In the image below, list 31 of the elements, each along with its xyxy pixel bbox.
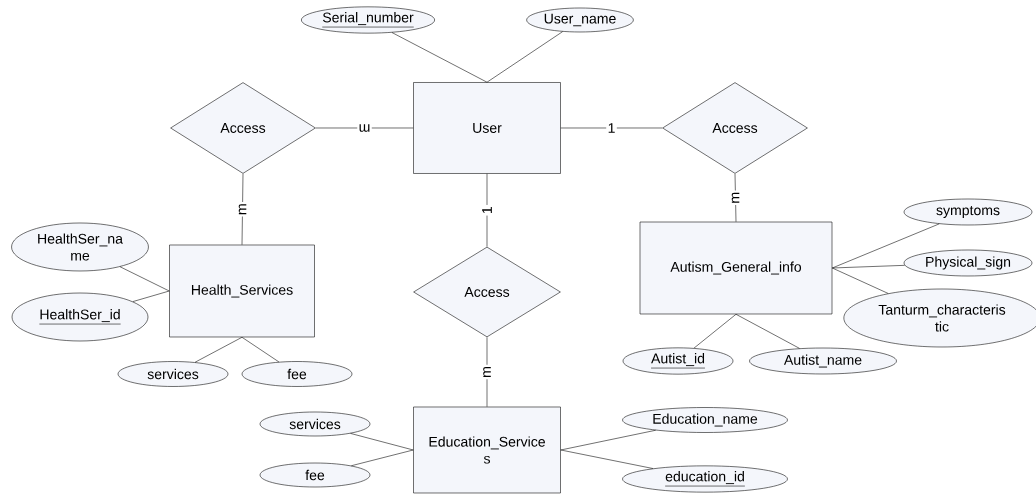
connector-line bbox=[486, 31, 563, 83]
connector-line bbox=[735, 314, 800, 349]
connector-line bbox=[832, 265, 905, 269]
cardinality-label: 1 bbox=[606, 121, 617, 135]
connector-line bbox=[560, 127, 663, 129]
connector-line bbox=[351, 449, 414, 467]
connector-line bbox=[132, 290, 170, 302]
connector-line bbox=[194, 337, 243, 363]
connector-line bbox=[350, 433, 414, 451]
cardinality-label: m bbox=[357, 122, 372, 134]
cardinality-label: m bbox=[237, 202, 248, 217]
connector-line bbox=[693, 314, 737, 349]
connector-line bbox=[832, 223, 940, 269]
connector-line bbox=[391, 32, 488, 83]
connector-line bbox=[486, 337, 488, 407]
connector-line bbox=[560, 430, 656, 451]
connector-line bbox=[832, 267, 889, 294]
connector-line bbox=[241, 173, 244, 245]
connector-line bbox=[119, 266, 170, 292]
connector-line bbox=[241, 337, 280, 363]
connector-line bbox=[486, 173, 488, 247]
cardinality-label: 1 bbox=[480, 204, 494, 216]
connector-line bbox=[315, 127, 414, 129]
entity-box: User bbox=[413, 82, 561, 174]
cardinality-label: m bbox=[730, 190, 741, 205]
entity-box: Education_Service s bbox=[413, 406, 561, 494]
entity-box: Autism_General_info bbox=[639, 221, 833, 315]
connector-line bbox=[734, 173, 737, 222]
connector-line bbox=[560, 449, 654, 469]
entity-box: Health_Services bbox=[169, 244, 315, 338]
cardinality-label: m bbox=[481, 364, 493, 380]
